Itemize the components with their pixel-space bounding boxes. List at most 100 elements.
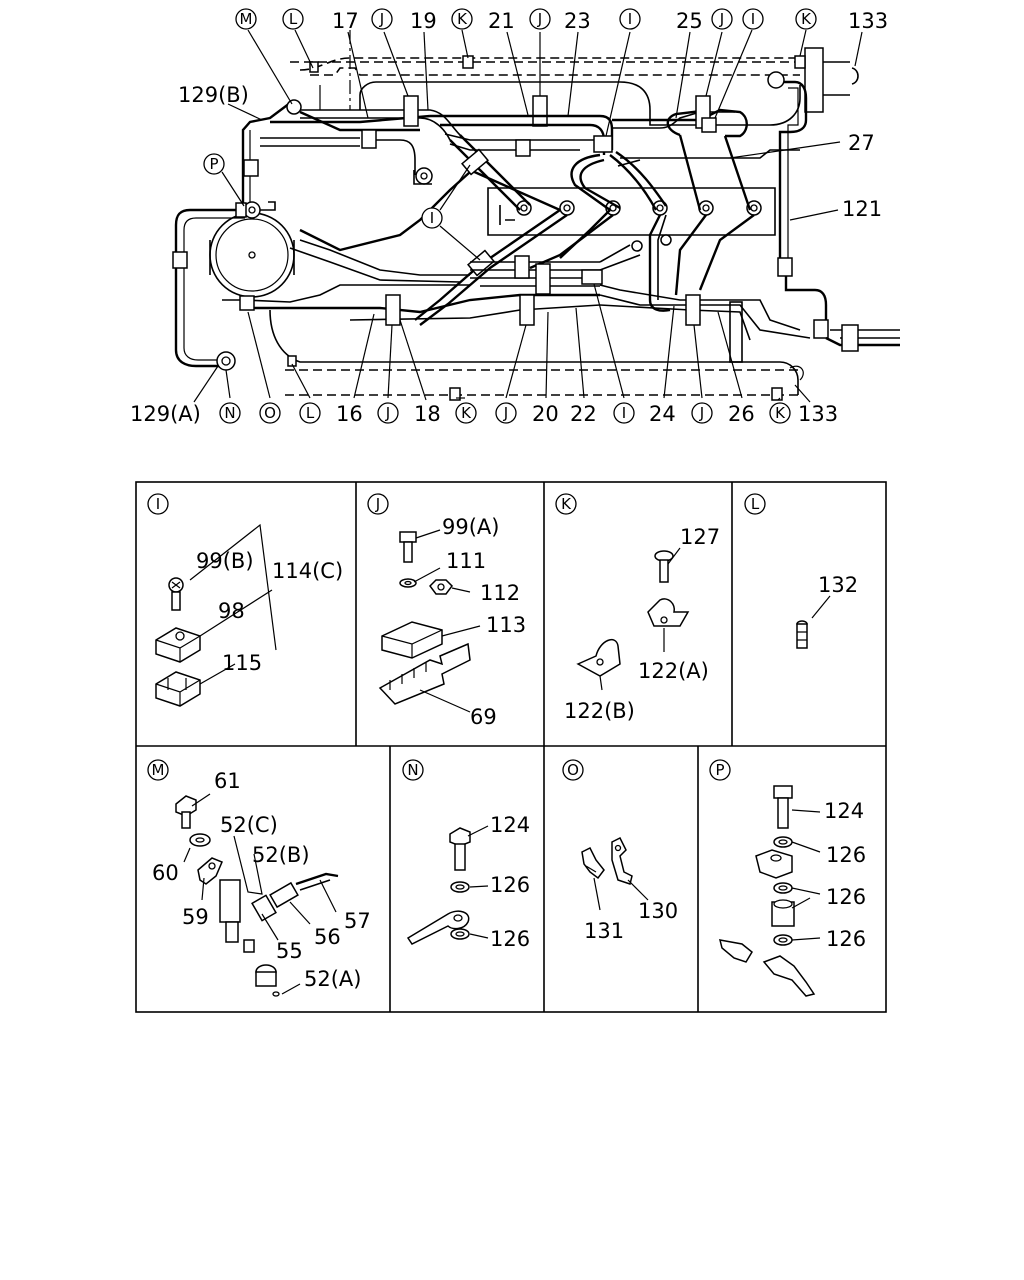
svg-text:I: I bbox=[628, 10, 632, 28]
svg-text:L: L bbox=[306, 404, 315, 422]
panel-m: M bbox=[147, 759, 371, 997]
eye-bolt-n bbox=[406, 910, 470, 945]
label-19: 19 bbox=[410, 9, 437, 33]
clip-122a bbox=[647, 598, 690, 627]
label-16: 16 bbox=[336, 402, 363, 426]
svg-text:P: P bbox=[715, 761, 724, 779]
svg-text:J: J bbox=[375, 495, 380, 513]
svg-text:I: I bbox=[156, 495, 160, 513]
main-leader-lines bbox=[193, 29, 863, 403]
bolt-61 bbox=[175, 795, 197, 829]
label-25: 25 bbox=[676, 9, 703, 33]
fitting-p-1 bbox=[755, 849, 793, 879]
label-124-p: 124 bbox=[824, 799, 864, 823]
svg-text:J: J bbox=[385, 404, 390, 422]
svg-text:K: K bbox=[775, 404, 786, 422]
label-121: 121 bbox=[842, 197, 882, 221]
svg-text:K: K bbox=[561, 495, 572, 513]
clamp-115 bbox=[155, 671, 201, 707]
svg-text:L: L bbox=[751, 495, 760, 513]
clip-130 bbox=[611, 836, 633, 885]
svg-text:J: J bbox=[379, 10, 384, 28]
label-55: 55 bbox=[276, 939, 303, 963]
label-126-p2: 126 bbox=[826, 885, 866, 909]
label-132: 132 bbox=[818, 573, 858, 597]
label-126-p1: 126 bbox=[826, 843, 866, 867]
panel-p: P 124 126 126 126 bbox=[709, 759, 866, 997]
label-129b: 129(B) bbox=[178, 83, 249, 107]
label-18: 18 bbox=[414, 402, 441, 426]
nut-112 bbox=[429, 579, 453, 595]
label-99a: 99(A) bbox=[442, 515, 499, 539]
panel-i: I 99(B) 114(C) 98 115 bbox=[147, 493, 343, 707]
svg-text:K: K bbox=[801, 10, 812, 28]
panel-k: K 127 122(A) 122(B) bbox=[555, 493, 720, 723]
svg-text:M: M bbox=[152, 761, 165, 779]
label-52b: 52(B) bbox=[252, 843, 310, 867]
label-113: 113 bbox=[486, 613, 526, 637]
svg-text:P: P bbox=[209, 155, 218, 173]
label-114c: 114(C) bbox=[272, 559, 343, 583]
clip-131 bbox=[581, 846, 605, 880]
label-27: 27 bbox=[848, 131, 875, 155]
label-126-p3: 126 bbox=[826, 927, 866, 951]
label-57: 57 bbox=[344, 909, 371, 933]
label-26: 26 bbox=[728, 402, 755, 426]
svg-text:J: J bbox=[719, 10, 724, 28]
label-99b: 99(B) bbox=[196, 549, 254, 573]
label-124-n: 124 bbox=[490, 813, 530, 837]
svg-text:I: I bbox=[751, 10, 755, 28]
label-21: 21 bbox=[488, 9, 515, 33]
label-59: 59 bbox=[182, 905, 209, 929]
label-52a: 52(A) bbox=[304, 967, 361, 991]
label-69: 69 bbox=[470, 705, 497, 729]
label-122a: 122(A) bbox=[638, 659, 709, 683]
label-133-bottom: 133 bbox=[798, 402, 838, 426]
svg-text:K: K bbox=[457, 10, 468, 28]
svg-text:I: I bbox=[622, 404, 626, 422]
svg-text:O: O bbox=[264, 404, 276, 422]
label-17: 17 bbox=[332, 9, 359, 33]
clip-122b bbox=[576, 638, 621, 677]
svg-text:N: N bbox=[224, 404, 235, 422]
injector-55 bbox=[219, 879, 255, 953]
fitting-59 bbox=[197, 857, 223, 885]
panel-n: N 124 126 126 bbox=[402, 759, 530, 951]
svg-text:N: N bbox=[407, 761, 418, 779]
main-top-circles: M L J K J I J I K P I bbox=[203, 8, 817, 229]
label-111: 111 bbox=[446, 549, 486, 573]
label-127: 127 bbox=[680, 525, 720, 549]
svg-text:J: J bbox=[503, 404, 508, 422]
main-top-labels: 17 19 21 23 25 133 129(B) 27 121 bbox=[178, 9, 888, 221]
main-bottom-labels: 129(A) 16 18 20 22 24 26 133 bbox=[130, 402, 838, 426]
label-130: 130 bbox=[638, 899, 678, 923]
fitting-p-2 bbox=[771, 899, 795, 927]
svg-text:O: O bbox=[567, 761, 579, 779]
label-24: 24 bbox=[649, 402, 676, 426]
svg-text:M: M bbox=[240, 10, 253, 28]
label-98: 98 bbox=[218, 599, 245, 623]
label-126-n2: 126 bbox=[490, 927, 530, 951]
label-133-top: 133 bbox=[848, 9, 888, 33]
svg-text:I: I bbox=[430, 209, 434, 227]
label-52c: 52(C) bbox=[220, 813, 278, 837]
label-115: 115 bbox=[222, 651, 262, 675]
label-20: 20 bbox=[532, 402, 559, 426]
main-bottom-circles: N O L J K J I J K bbox=[219, 402, 791, 424]
panel-o: O 130 131 bbox=[562, 759, 678, 943]
bolt-99a bbox=[399, 531, 417, 563]
clamp-98 bbox=[155, 627, 201, 663]
engine-pipe-assembly bbox=[172, 30, 900, 401]
bolt-127 bbox=[654, 550, 674, 583]
label-131: 131 bbox=[584, 919, 624, 943]
bolt-124-p bbox=[773, 785, 793, 829]
detail-panels-grid bbox=[135, 481, 887, 1013]
union-p bbox=[718, 939, 816, 997]
label-122b: 122(B) bbox=[564, 699, 635, 723]
svg-text:J: J bbox=[537, 10, 542, 28]
label-129a: 129(A) bbox=[130, 402, 201, 426]
svg-text:J: J bbox=[699, 404, 704, 422]
bolt-99b bbox=[168, 577, 184, 611]
label-61: 61 bbox=[214, 769, 241, 793]
